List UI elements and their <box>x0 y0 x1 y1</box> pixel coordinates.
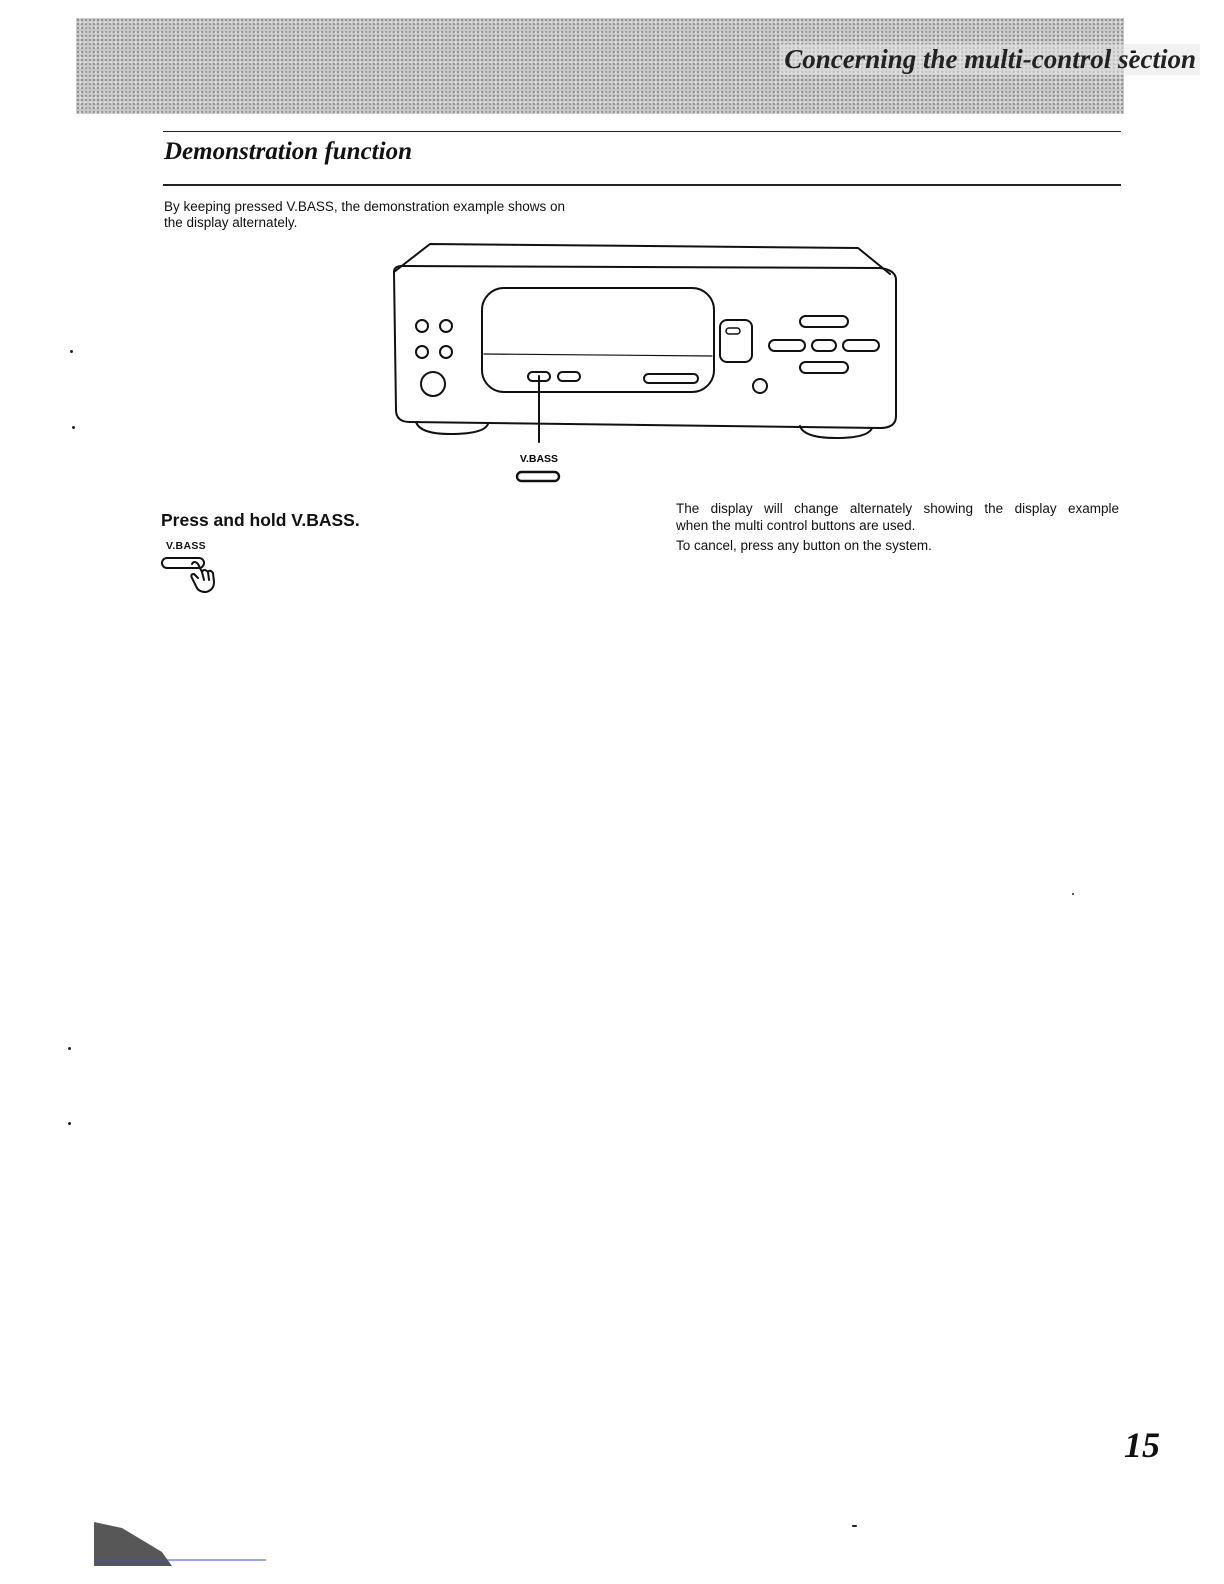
result-line-3: To cancel, press any button on the syste… <box>676 538 932 553</box>
intro-text: By keeping pressed V.BASS, the demonstra… <box>164 199 634 231</box>
control-button-top <box>799 315 849 328</box>
unit-top-outline <box>393 243 891 275</box>
press-hand-icon <box>161 557 215 593</box>
right-foot <box>799 425 873 439</box>
chapter-title: Concerning the multi-control section <box>780 44 1200 75</box>
margin-mark: - <box>1130 40 1137 62</box>
scan-speck <box>70 350 73 353</box>
scan-smudge <box>94 1522 266 1566</box>
step-button-label: V.BASS <box>166 540 206 552</box>
scan-speck <box>72 426 75 429</box>
device-illustration: V.BASS <box>393 243 897 483</box>
control-button-left <box>768 339 806 352</box>
scan-speck <box>68 1047 71 1050</box>
heading-rule-top <box>163 131 1121 132</box>
scan-speck <box>68 1122 71 1125</box>
heading-rule-bottom <box>163 184 1121 186</box>
display-button-2 <box>557 371 581 382</box>
display-button-3 <box>643 373 699 384</box>
left-foot <box>415 421 489 435</box>
figure-button-label: V.BASS <box>520 453 558 465</box>
display-window <box>481 287 715 393</box>
unit-body <box>393 265 897 429</box>
control-button-center <box>811 339 837 352</box>
left-knob-2 <box>439 319 453 333</box>
v-bass-button-callout <box>515 470 561 483</box>
section-title: Demonstration function <box>164 138 412 165</box>
left-jack <box>420 371 446 397</box>
result-line-2: when the multi control buttons are used. <box>676 518 916 533</box>
square-button <box>719 319 753 363</box>
control-button-bottom <box>799 361 849 374</box>
step-heading: Press and hold V.BASS. <box>161 510 360 530</box>
control-button-right <box>842 339 880 352</box>
intro-line-2: the display alternately. <box>164 215 298 230</box>
result-line-1: The display will change alternately show… <box>676 501 1119 516</box>
page-number: 15 <box>1124 1425 1160 1465</box>
intro-line-1: By keeping pressed V.BASS, the demonstra… <box>164 199 565 214</box>
small-knob <box>752 378 768 394</box>
left-knob-3 <box>415 345 429 359</box>
scan-speck <box>1072 893 1074 895</box>
left-knob-1 <box>415 319 429 333</box>
scan-speck <box>852 1525 857 1527</box>
result-text: The display will change alternately show… <box>676 500 1119 554</box>
left-knob-4 <box>439 345 453 359</box>
